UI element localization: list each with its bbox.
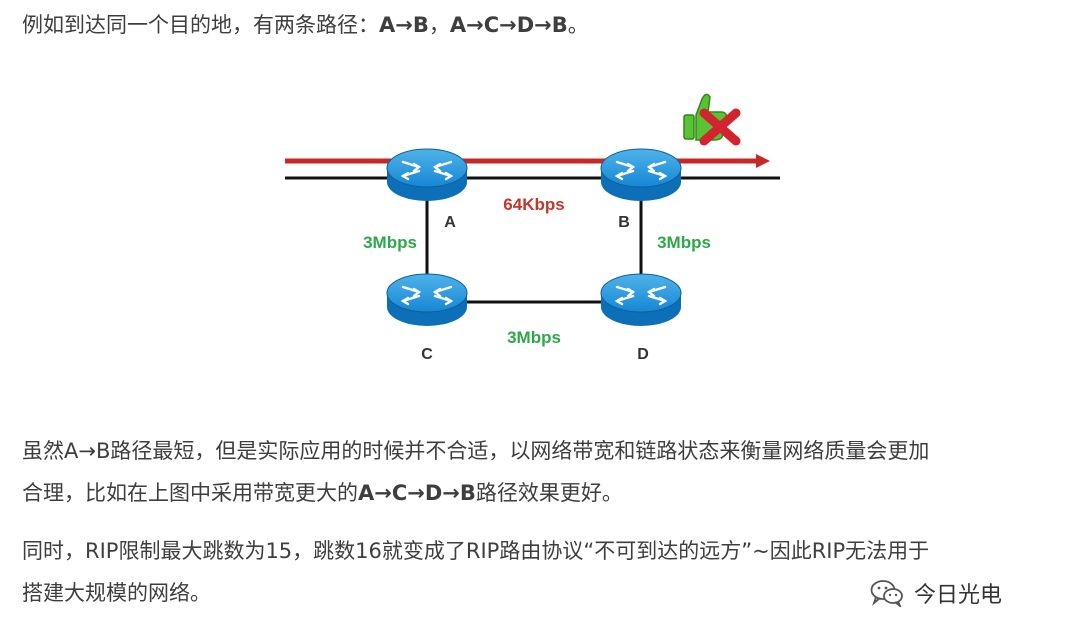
bandwidth-label-bd: 3Mbps bbox=[657, 233, 711, 252]
bandwidth-label-cd: 3Mbps bbox=[507, 328, 561, 347]
node-label-c: C bbox=[421, 346, 433, 363]
analysis-line-2: 合理，比如在上图中采用带宽更大的A→C→D→B路径效果更好。 bbox=[22, 472, 929, 514]
analysis-text-b: 路径效果更好。 bbox=[475, 481, 623, 505]
node-label-d: D bbox=[637, 346, 649, 363]
intro-path-2: A→C→D→B bbox=[449, 13, 568, 37]
intro-end: 。 bbox=[567, 13, 589, 37]
analysis-line-1: 虽然A→B路径最短，但是实际应用的时候并不合适，以网络带宽和链路状态来衡量网络质… bbox=[22, 439, 930, 463]
router-icon bbox=[385, 147, 469, 203]
wechat-icon bbox=[870, 580, 903, 607]
red-cross-icon bbox=[699, 108, 741, 146]
analysis-paragraph: 虽然A→B路径最短，但是实际应用的时候并不合适，以网络带宽和链路状态来衡量网络质… bbox=[22, 430, 929, 514]
bandwidth-label-ab: 64Kbps bbox=[503, 195, 564, 214]
bandwidth-label-ac: 3Mbps bbox=[363, 233, 417, 252]
intro-separator: ， bbox=[428, 13, 450, 37]
rip-paragraph: 同时，RIP限制最大跳数为15，跳数16就变成了RIP路由协议“不可到达的远方”… bbox=[22, 530, 929, 614]
router-icon bbox=[599, 147, 683, 203]
intro-text: 例如到达同一个目的地，有两条路径： bbox=[22, 13, 379, 37]
analysis-best-path: A→C→D→B bbox=[358, 481, 476, 505]
router-icon bbox=[385, 272, 469, 328]
rip-line-2: 搭建大规模的网络。 bbox=[22, 581, 211, 605]
intro-path-1: A→B bbox=[379, 13, 429, 37]
node-label-a: A bbox=[444, 214, 456, 231]
route-arrowhead bbox=[756, 154, 770, 168]
node-label-b: B bbox=[618, 214, 630, 231]
network-diagram: A B C D 64Kbps 3Mbps 3Mbps 3Mbps bbox=[285, 93, 780, 363]
router-icon bbox=[599, 272, 683, 328]
intro-paragraph: 例如到达同一个目的地，有两条路径：A→B，A→C→D→B。 bbox=[22, 4, 589, 46]
watermark: 今日光电 bbox=[870, 577, 1002, 609]
rip-line-1: 同时，RIP限制最大跳数为15，跳数16就变成了RIP路由协议“不可到达的远方”… bbox=[22, 539, 930, 563]
analysis-text-a: 合理，比如在上图中采用带宽更大的 bbox=[22, 481, 358, 505]
watermark-text: 今日光电 bbox=[914, 583, 1003, 608]
